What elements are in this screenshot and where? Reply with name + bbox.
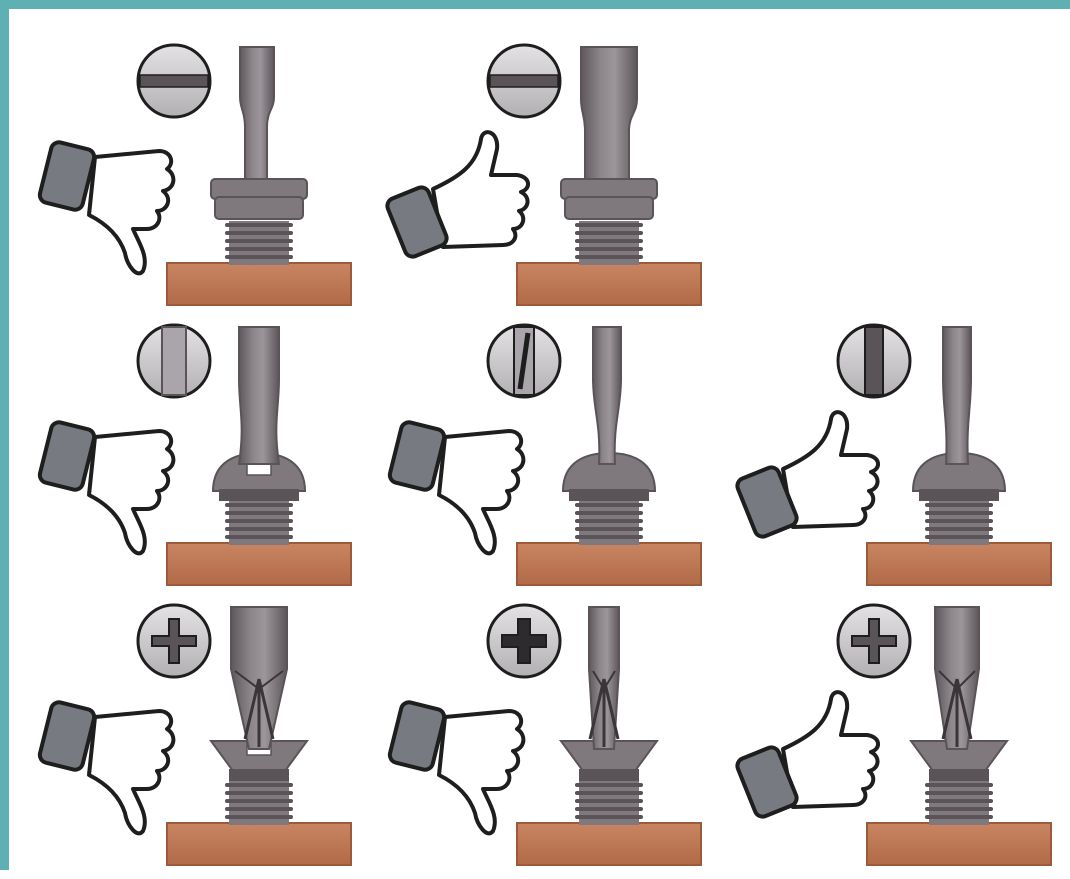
phillips-slot-icon — [136, 603, 212, 679]
screw-thread — [225, 221, 293, 265]
thumbs-down-icon — [37, 700, 176, 836]
fit-example-bad — [387, 323, 702, 586]
screw-thread — [575, 501, 643, 545]
thumbs-up-icon — [385, 130, 530, 259]
phillips-slot-icon — [836, 603, 912, 679]
screw-thread — [575, 781, 643, 825]
screwdriver-blade — [942, 326, 972, 465]
screw-thread — [225, 781, 293, 825]
screwdriver-blade — [934, 606, 980, 750]
slot-icon — [486, 43, 562, 119]
wood-block — [166, 822, 352, 866]
fit-example-good — [735, 323, 1052, 586]
screwdriver-blade — [239, 46, 275, 185]
screwdriver-fit-diagram — [37, 43, 1052, 866]
thumbs-up-icon — [735, 690, 880, 819]
wood-block — [866, 542, 1052, 586]
screw-head — [561, 451, 657, 501]
screwdriver-blade — [588, 606, 620, 750]
thumbs-up-icon — [735, 410, 880, 539]
fit-example-bad — [37, 323, 352, 586]
wood-block — [166, 542, 352, 586]
thumbs-down-icon — [37, 140, 176, 276]
fit-example-good — [735, 603, 1052, 866]
fit-example-good — [385, 43, 702, 306]
thumbs-down-icon — [387, 700, 526, 836]
screw-thread — [225, 501, 293, 545]
wood-block — [516, 262, 702, 306]
thumbs-down-icon — [387, 420, 526, 556]
screw-thread — [925, 501, 993, 545]
screw-head — [559, 740, 659, 781]
slot-icon — [486, 323, 562, 399]
screwdriver-blade — [592, 326, 622, 465]
screw-thread — [925, 781, 993, 825]
wood-block — [866, 822, 1052, 866]
slot-icon — [836, 323, 912, 399]
wood-block — [516, 542, 702, 586]
phillips-slot-icon — [486, 603, 562, 679]
wood-block — [516, 822, 702, 866]
screw-head — [210, 178, 308, 220]
screw-head — [560, 178, 658, 220]
fit-example-bad — [37, 43, 352, 306]
screw-thread — [575, 221, 643, 265]
fit-example-bad — [387, 603, 702, 866]
screw-head — [909, 740, 1009, 781]
wood-block — [166, 262, 352, 306]
screwdriver-blade — [230, 606, 288, 750]
fit-example-bad — [37, 603, 352, 866]
screwdriver-blade — [237, 326, 281, 465]
slot-icon — [136, 323, 212, 399]
slot-icon — [136, 43, 212, 119]
thumbs-down-icon — [37, 420, 176, 556]
screwdriver-blade — [580, 46, 638, 185]
